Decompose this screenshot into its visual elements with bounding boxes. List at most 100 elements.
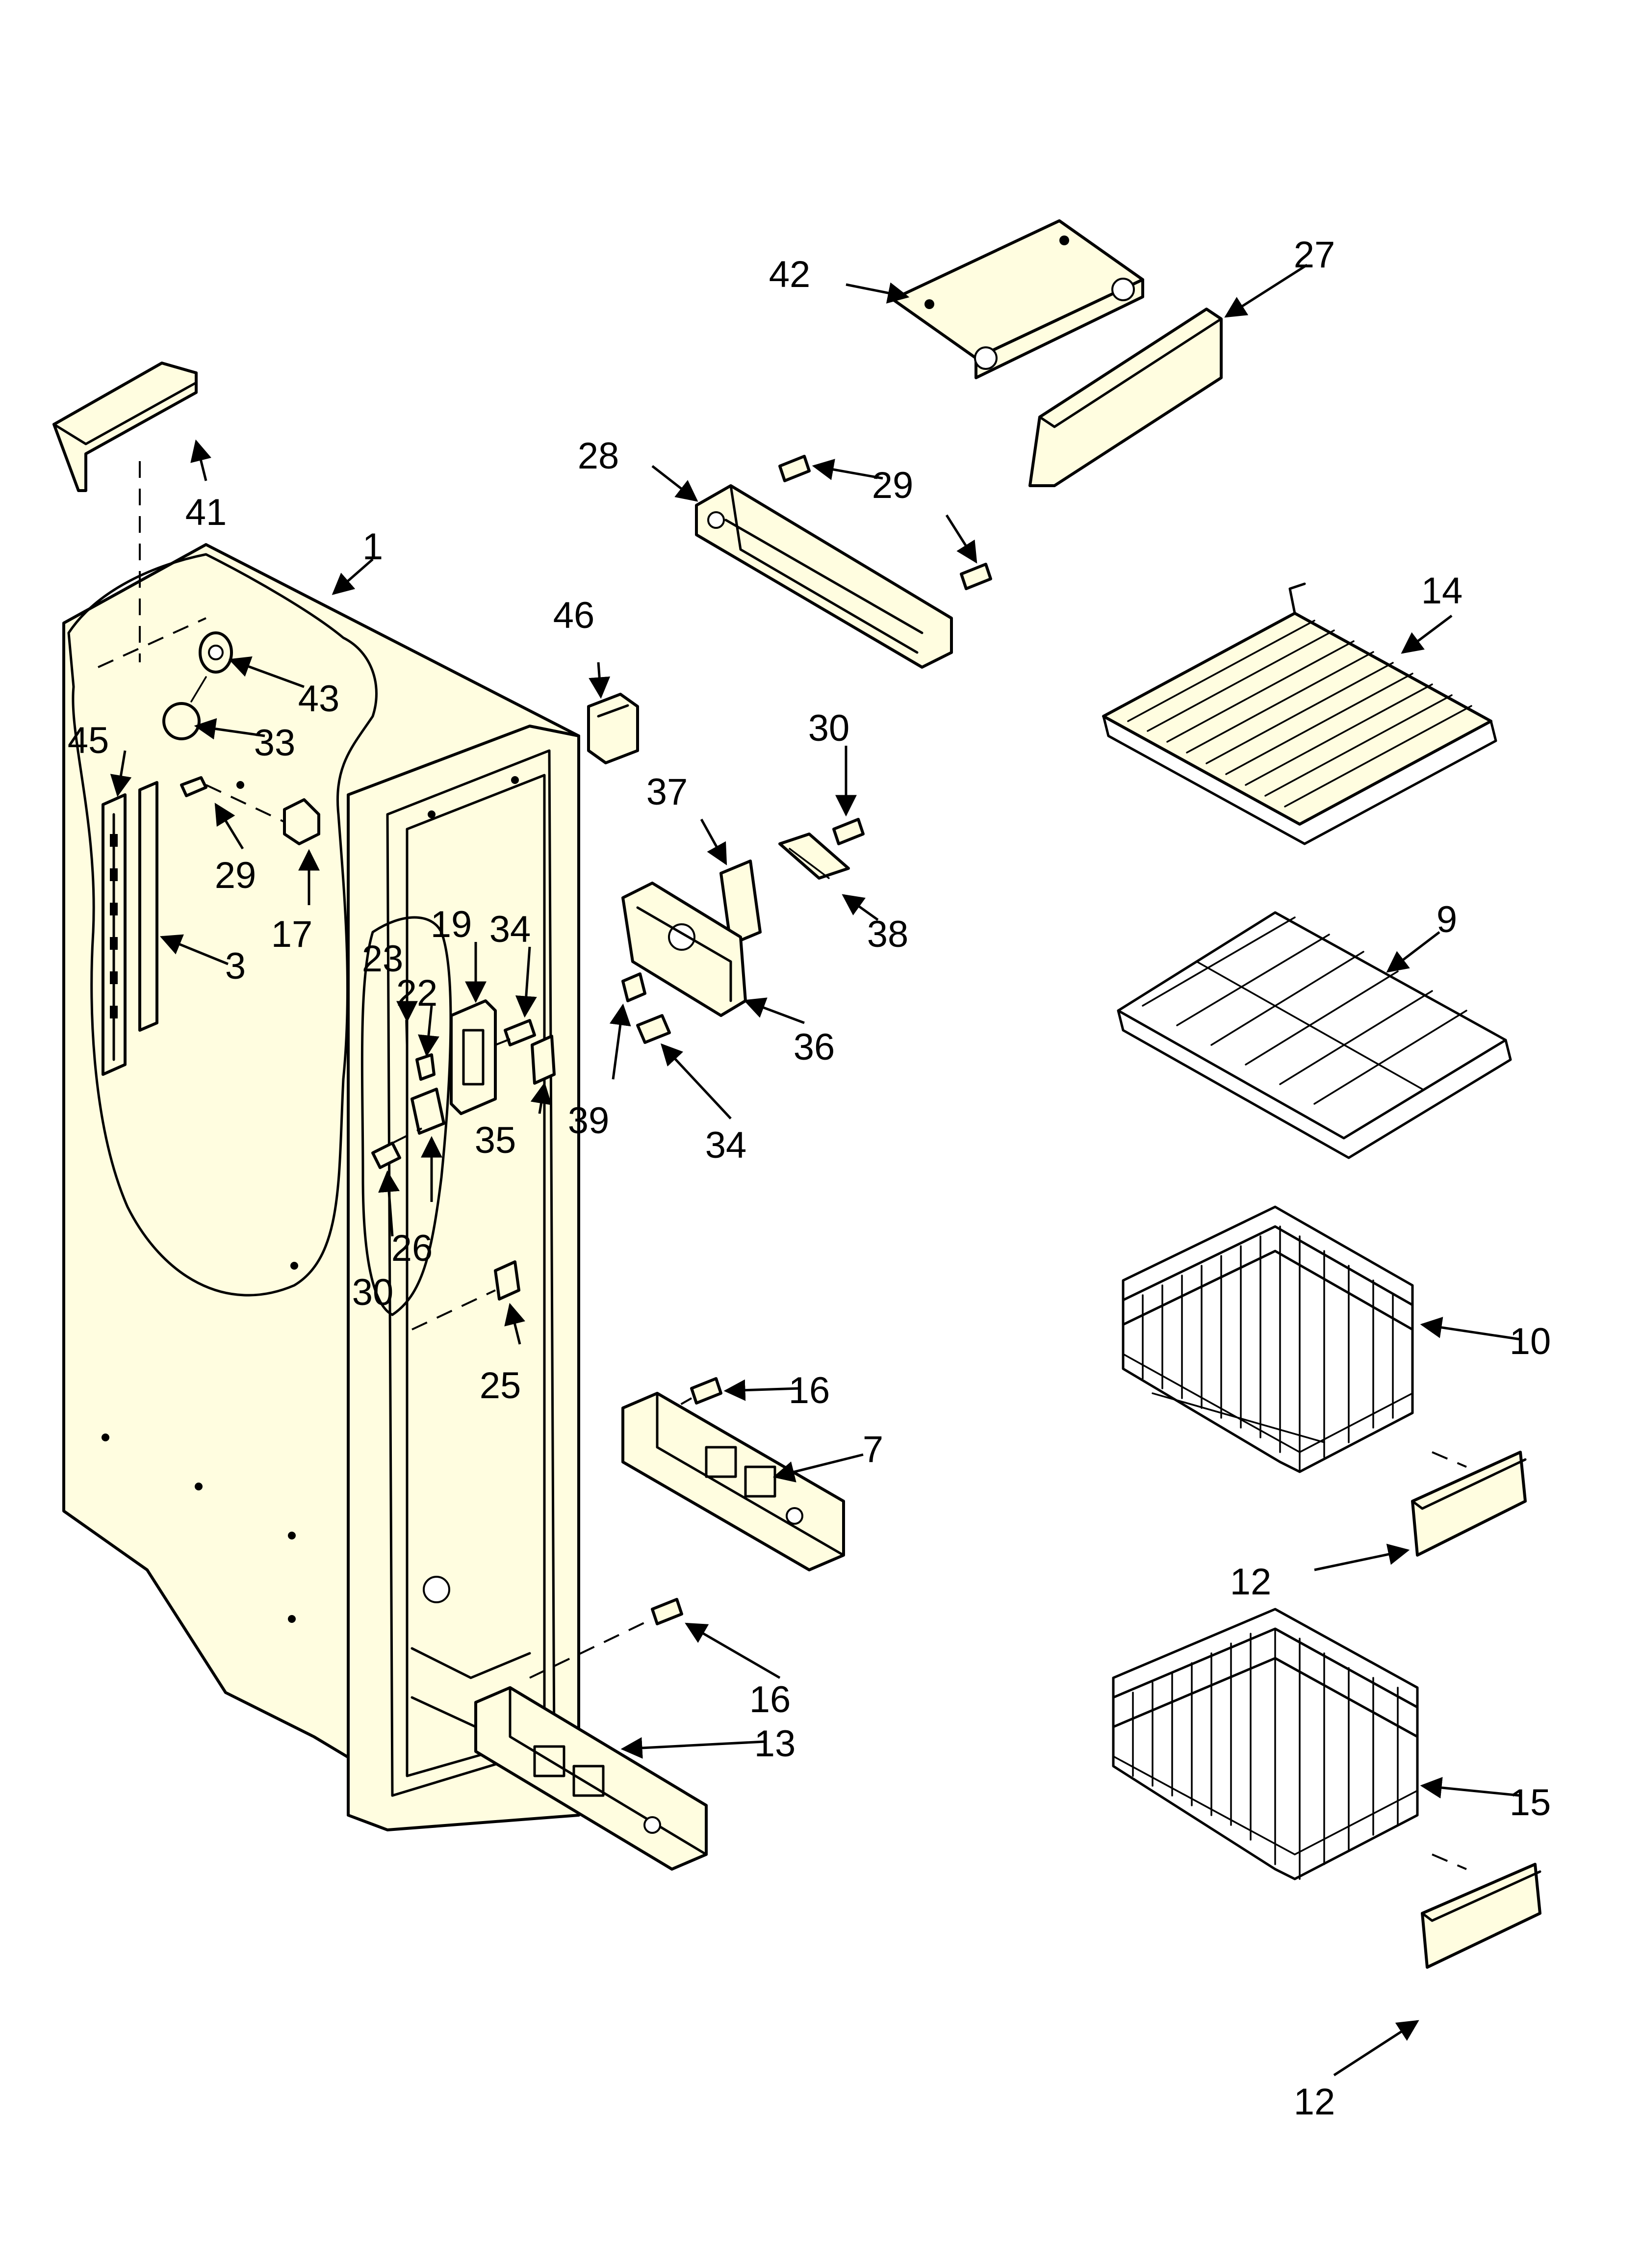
callout-label-33: 33	[254, 722, 296, 764]
callout-label-23: 23	[362, 938, 404, 980]
leader-arrow-30a	[378, 1170, 400, 1237]
leader-arrow-7	[772, 1453, 864, 1483]
leader-arrow-34b	[660, 1043, 732, 1120]
clip-part-46	[587, 693, 639, 764]
callout-label-27: 27	[1294, 234, 1335, 276]
leader-arrow-38	[842, 894, 879, 921]
screw-part-16-bottom	[529, 1598, 683, 1679]
callout-label-37: 37	[646, 771, 688, 813]
clip-part-22	[415, 1053, 436, 1081]
trim-strip-part-3	[138, 781, 158, 1032]
leader-arrow-43	[228, 656, 305, 688]
screw-part-30-left	[371, 1142, 401, 1169]
callout-label-10: 10	[1510, 1321, 1551, 1362]
control-board-part-38	[778, 833, 850, 880]
callout-label-43: 43	[298, 678, 340, 720]
callout-label-15: 15	[1510, 1782, 1551, 1824]
leader-arrow-13	[620, 1737, 766, 1759]
bracket-part-28	[695, 484, 953, 669]
screw-part-23	[405, 1019, 408, 1061]
leader-arrow-12b	[1333, 2020, 1419, 2077]
leader-arrow-1	[332, 558, 374, 595]
basket-front-part-12-upper	[1411, 1451, 1527, 1557]
callout-label-22: 22	[396, 972, 438, 1014]
callout-label-29b: 29	[872, 465, 914, 506]
screw-part-29-top	[778, 455, 811, 482]
light-housing-part-19	[450, 999, 497, 1115]
hinge-part-42	[891, 219, 1144, 379]
callout-label-9: 9	[1437, 899, 1457, 940]
callout-label-16a: 16	[789, 1370, 830, 1411]
callout-label-46: 46	[553, 595, 595, 636]
callout-label-12a: 12	[1230, 1561, 1272, 1603]
control-housing-part-36	[621, 882, 747, 1017]
screw-part-30-right	[832, 818, 865, 845]
callout-label-26: 26	[391, 1227, 433, 1269]
leader-arrow-36	[743, 997, 805, 1024]
screw-part-29	[180, 776, 290, 825]
callout-label-7: 7	[863, 1429, 883, 1470]
knob-part-39	[621, 972, 646, 1002]
callout-label-25: 25	[480, 1365, 521, 1407]
leader-arrow-42	[846, 282, 910, 304]
callout-label-35: 35	[475, 1120, 516, 1161]
callout-label-38: 38	[867, 913, 909, 955]
callout-label-30b: 30	[808, 707, 850, 749]
screw-part-29-right	[960, 563, 992, 590]
leader-arrow-12a	[1314, 1543, 1410, 1571]
screw-part-34-left	[495, 1019, 536, 1046]
leader-arrow-29b	[812, 459, 883, 480]
leader-arrow-9	[1386, 931, 1440, 973]
callout-label-13: 13	[754, 1723, 796, 1765]
leader-arrow-41	[190, 439, 211, 481]
leader-arrow-14	[1401, 615, 1453, 654]
leader-arrow-3	[159, 934, 229, 965]
switch-part-25	[411, 1260, 520, 1330]
trim-part-7	[621, 1392, 845, 1571]
leader-arrow-22	[418, 1005, 439, 1057]
leader-arrow-16b	[685, 1622, 781, 1679]
shelf-part-14	[1102, 582, 1497, 845]
leader-arrow-10	[1420, 1317, 1521, 1341]
basket-part-10	[1122, 1205, 1467, 1473]
switch-part-17	[283, 798, 320, 845]
leader-arrow-39	[609, 1003, 631, 1080]
callout-label-39: 39	[568, 1100, 610, 1142]
callout-label-30a: 30	[352, 1272, 394, 1313]
leader-arrows	[110, 263, 1521, 2077]
callout-label-42: 42	[769, 254, 811, 295]
callout-label-19: 19	[431, 904, 472, 945]
trim-part-13	[474, 1686, 708, 1871]
leader-arrow-33	[194, 718, 265, 740]
callout-label-1: 1	[362, 526, 383, 568]
cover-part-27	[1028, 308, 1223, 487]
leader-arrow-45	[110, 750, 132, 797]
leader-arrow-16a	[723, 1379, 800, 1401]
callout-label-36: 36	[794, 1026, 835, 1068]
top-trim-part-41	[52, 362, 198, 662]
leader-arrow-29a	[214, 803, 244, 850]
thermostat-part-26	[392, 1088, 445, 1144]
light-bulb-part-33	[162, 676, 207, 740]
leader-arrow-37	[700, 818, 727, 865]
bracket-part-37	[719, 860, 762, 946]
leader-arrow-34a	[515, 946, 537, 1018]
leader-arrow-15	[1420, 1777, 1521, 1799]
leader-arrow-29b2	[945, 514, 977, 564]
basket-part-15	[1112, 1608, 1467, 1880]
screw-part-34-right	[636, 1014, 671, 1044]
callout-label-34b: 34	[705, 1124, 747, 1166]
callout-label-45: 45	[68, 720, 109, 761]
shelf-rail-part-45	[102, 793, 127, 1076]
basket-front-part-12-lower	[1421, 1863, 1541, 1969]
callout-label-14: 14	[1421, 570, 1463, 612]
leader-arrow-27	[1224, 263, 1308, 318]
leader-arrow-35	[530, 1082, 552, 1114]
callout-label-12b: 12	[1294, 2081, 1335, 2123]
light-socket-part-43	[98, 617, 233, 674]
callout-label-29a: 29	[215, 855, 257, 896]
callout-label-3: 3	[225, 945, 246, 987]
leader-arrow-46	[589, 662, 611, 699]
